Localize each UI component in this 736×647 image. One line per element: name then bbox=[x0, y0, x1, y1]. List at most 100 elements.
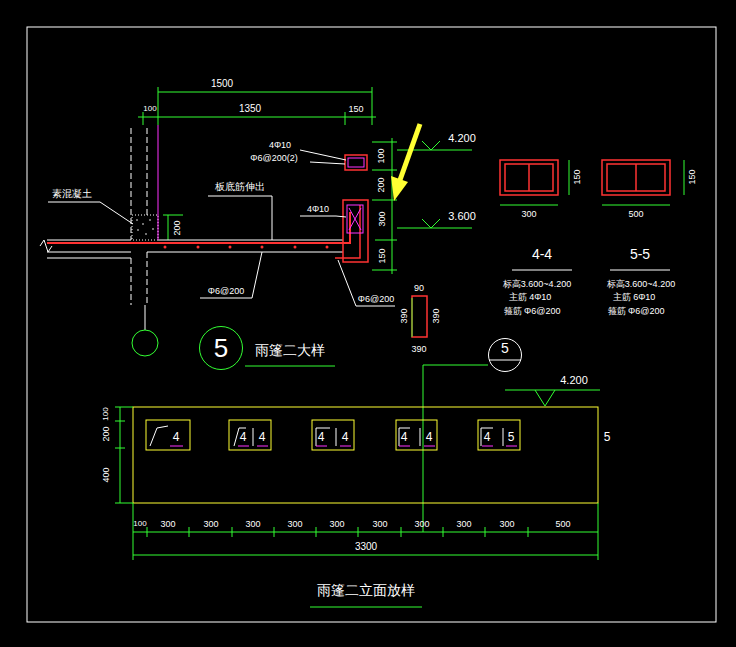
dimension-line bbox=[375, 240, 397, 241]
section-underline bbox=[316, 446, 327, 447]
label: 3300 bbox=[355, 542, 377, 552]
label: 100 bbox=[102, 406, 110, 421]
label: 150 bbox=[378, 247, 387, 264]
dimension-line bbox=[115, 421, 125, 422]
dimension-line bbox=[392, 138, 393, 274]
section-underline bbox=[424, 446, 435, 447]
label: 4 bbox=[240, 431, 247, 443]
label: 主筋 6Φ10 bbox=[613, 293, 656, 302]
label: 4 bbox=[426, 431, 433, 443]
label: 300 bbox=[160, 520, 175, 529]
label: 100 bbox=[143, 105, 156, 113]
section-mark bbox=[336, 428, 337, 446]
opening bbox=[229, 420, 271, 450]
wall bbox=[158, 240, 343, 241]
opening bbox=[146, 420, 190, 450]
opening bbox=[396, 420, 437, 450]
label: 4.200 bbox=[560, 375, 588, 386]
dimension-line bbox=[143, 112, 144, 125]
title-underline bbox=[512, 270, 670, 271]
beam-stirrup bbox=[347, 205, 363, 233]
label: 300 bbox=[456, 520, 471, 529]
section-mark bbox=[234, 428, 246, 446]
dimension-line bbox=[598, 503, 599, 560]
dimension-line bbox=[316, 527, 317, 537]
dimension-line bbox=[500, 160, 684, 205]
dimension-line bbox=[422, 219, 440, 228]
label: Φ6@200(2) bbox=[250, 154, 297, 163]
wall bbox=[147, 252, 148, 305]
section-mark bbox=[481, 428, 493, 446]
beam bbox=[335, 155, 368, 262]
section-underline bbox=[170, 446, 183, 447]
dimension-line bbox=[163, 215, 183, 216]
beam-stirrup bbox=[347, 158, 364, 233]
label: 板底筋伸出 bbox=[215, 182, 265, 192]
dimension-line bbox=[602, 205, 670, 206]
section-mark bbox=[399, 428, 410, 446]
dimension-line bbox=[147, 527, 148, 537]
detail-divider bbox=[489, 360, 521, 361]
label: 5 bbox=[604, 431, 611, 443]
dimension-line bbox=[115, 448, 125, 449]
dimension-line bbox=[412, 298, 413, 337]
leader-line bbox=[423, 365, 600, 532]
rebar-dots bbox=[326, 246, 329, 249]
section-outline bbox=[500, 160, 558, 195]
label: 90 bbox=[414, 284, 424, 293]
label: 4.200 bbox=[448, 133, 476, 144]
label: 箍筋 Φ6@200 bbox=[504, 307, 561, 316]
rebar-dots bbox=[294, 246, 297, 249]
detail-circle: 5 bbox=[488, 338, 522, 372]
opening bbox=[146, 420, 520, 450]
pointer-arrow bbox=[391, 124, 420, 201]
detail-number: 5 bbox=[214, 335, 228, 361]
title-underline bbox=[310, 607, 422, 608]
rebar-dots bbox=[261, 246, 264, 249]
label: Φ6@200 bbox=[358, 295, 394, 304]
label: 4 bbox=[259, 431, 266, 443]
dimension-line bbox=[158, 87, 159, 125]
label: 4 bbox=[318, 431, 325, 443]
label: 4Φ10 bbox=[307, 205, 329, 214]
label: 390 bbox=[411, 345, 426, 354]
section-mark bbox=[150, 426, 503, 446]
pointer-arrow bbox=[391, 176, 408, 201]
section-outline bbox=[607, 164, 665, 191]
dimension-line bbox=[345, 112, 346, 125]
section-mark bbox=[420, 428, 421, 446]
section-mark bbox=[253, 428, 254, 446]
section-outline bbox=[528, 164, 530, 191]
label: 4 bbox=[173, 431, 180, 443]
slab-rebar bbox=[47, 212, 350, 243]
label: 标高3.600~4.200 bbox=[607, 280, 675, 289]
label: 300 bbox=[499, 520, 514, 529]
dimension-line bbox=[401, 527, 402, 537]
plain-concrete-hatch bbox=[132, 215, 158, 240]
label: 300 bbox=[203, 520, 218, 529]
leader-line bbox=[200, 252, 262, 298]
label: 主筋 4Φ10 bbox=[509, 293, 552, 302]
label: 200 bbox=[173, 219, 182, 236]
label: 300 bbox=[287, 520, 302, 529]
label: 1500 bbox=[211, 79, 233, 89]
dimension-line bbox=[397, 228, 472, 229]
leader-line bbox=[535, 390, 555, 406]
title-underline bbox=[245, 366, 335, 367]
dimension-line bbox=[485, 527, 486, 537]
section-outline bbox=[602, 160, 670, 195]
section-underline bbox=[482, 446, 493, 447]
wall bbox=[47, 240, 131, 241]
label: 标高3.600~4.200 bbox=[503, 280, 571, 289]
label: 300 bbox=[378, 210, 387, 227]
label: 雨篷二立面放样 bbox=[317, 583, 415, 597]
dimension-line bbox=[133, 555, 598, 556]
section-underline bbox=[506, 446, 517, 447]
section-mark bbox=[316, 428, 330, 446]
title-underline bbox=[245, 366, 422, 607]
leader-line bbox=[208, 196, 272, 240]
pointer-arrow bbox=[400, 124, 420, 180]
hatch-dots bbox=[136, 219, 138, 221]
label: 500 bbox=[555, 520, 570, 529]
detail-number: 5 bbox=[501, 341, 509, 355]
